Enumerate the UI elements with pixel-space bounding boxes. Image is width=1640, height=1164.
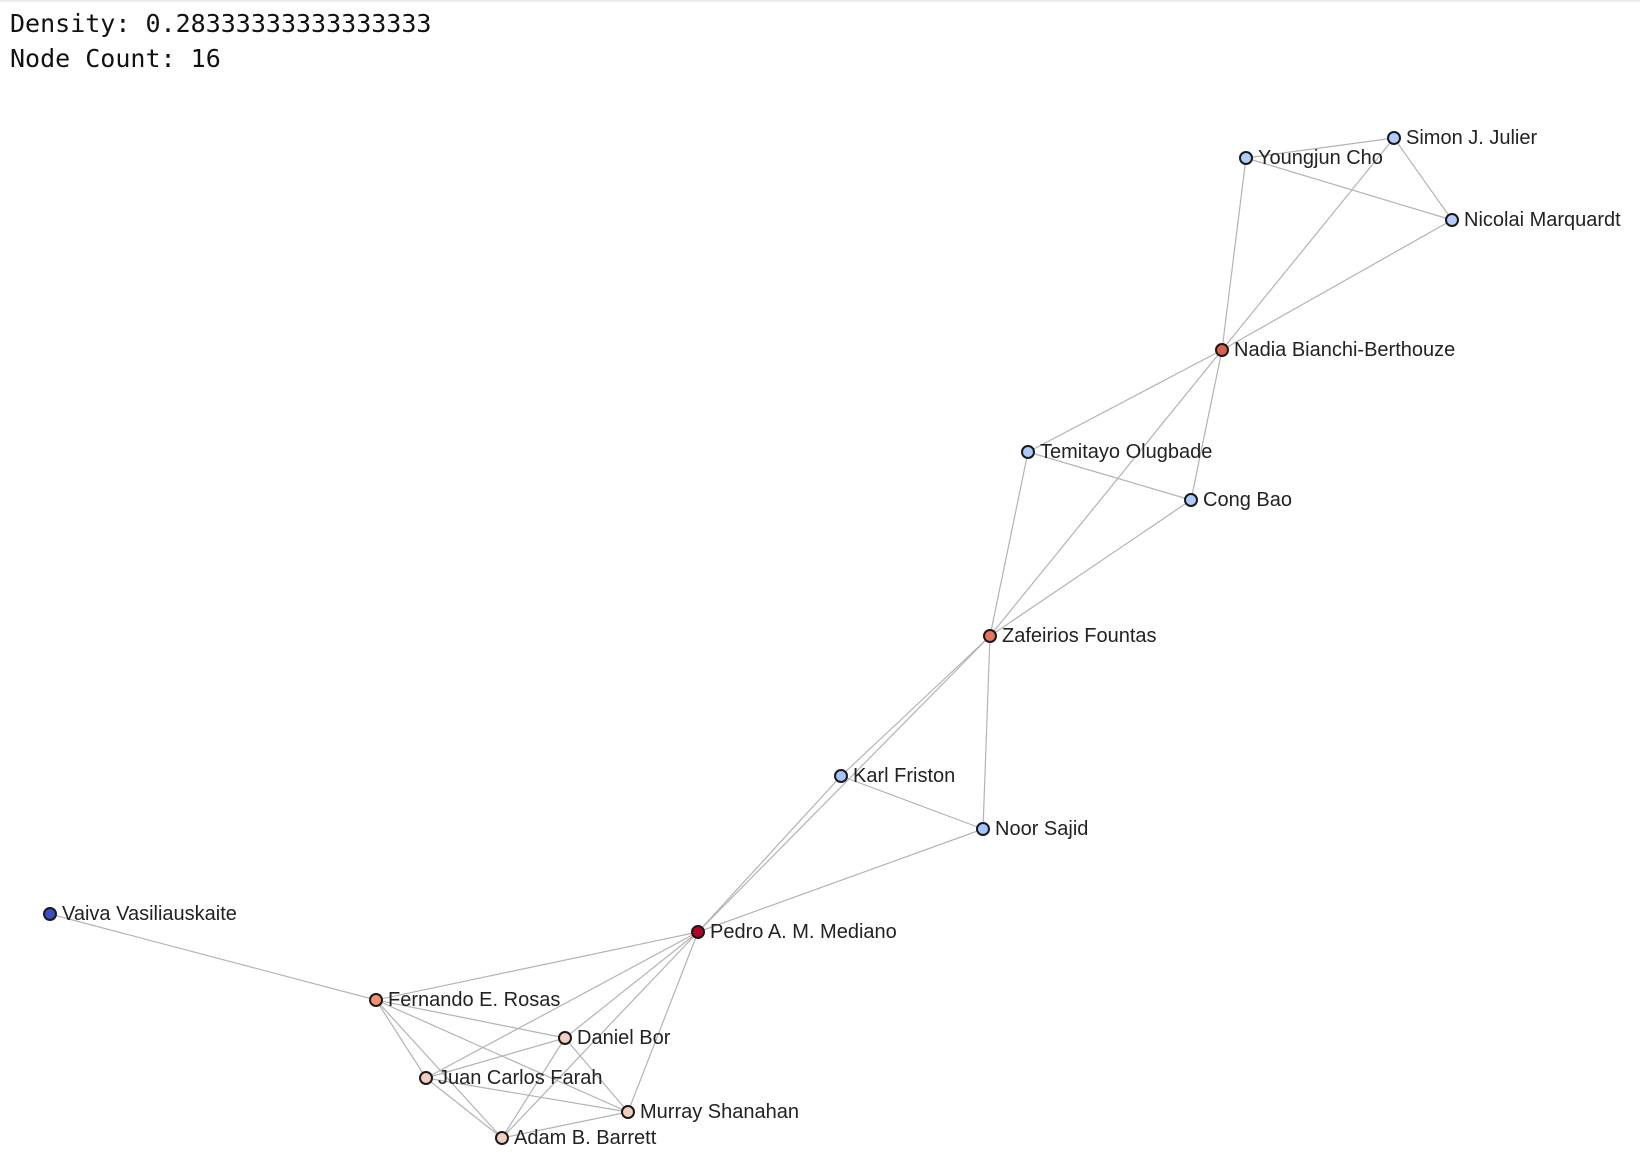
node-label-nbb: Nadia Bianchi-Berthouze <box>1234 339 1455 361</box>
edge-pm-db <box>564 931 699 1039</box>
node-count-label: Node Count: <box>10 44 176 73</box>
node-count-value: 16 <box>190 44 221 73</box>
edge-db-ab <box>501 1037 566 1139</box>
edge-ns-pm <box>697 828 984 933</box>
node-label-to: Temitayo Olugbade <box>1040 441 1212 463</box>
edge-jcf-ms <box>425 1077 629 1113</box>
node-label-db: Daniel Bor <box>577 1027 671 1049</box>
node-label-sjj: Simon J. Julier <box>1406 127 1537 149</box>
edge-sjj-nm <box>1393 137 1453 221</box>
edge-pm-fr <box>375 931 699 1001</box>
edge-nm-nbb <box>1221 219 1453 351</box>
edge-sjj-yc <box>1245 137 1395 159</box>
node-label-nm: Nicolai Marquardt <box>1464 209 1621 231</box>
edge-db-jcf <box>425 1037 566 1079</box>
edge-cb-zf <box>989 499 1192 637</box>
node-db[interactable] <box>558 1031 572 1045</box>
node-ab[interactable] <box>495 1131 509 1145</box>
edge-to-zf <box>989 451 1029 637</box>
node-nm[interactable] <box>1445 213 1459 227</box>
node-label-fr: Fernando E. Rosas <box>388 989 560 1011</box>
node-yc[interactable] <box>1239 151 1253 165</box>
node-cb[interactable] <box>1184 493 1198 507</box>
node-pm[interactable] <box>691 925 705 939</box>
node-kf[interactable] <box>834 769 848 783</box>
node-label-ns: Noor Sajid <box>995 818 1088 840</box>
edge-fr-db <box>375 999 566 1039</box>
node-ns[interactable] <box>976 822 990 836</box>
edge-zf-kf <box>840 635 991 777</box>
node-jcf[interactable] <box>419 1071 433 1085</box>
edge-pm-jcf <box>425 931 699 1079</box>
node-fr[interactable] <box>369 993 383 1007</box>
edge-yc-nm <box>1245 157 1453 221</box>
node-to[interactable] <box>1021 445 1035 459</box>
node-label-ms: Murray Shanahan <box>640 1101 799 1123</box>
node-label-zf: Zafeirios Fountas <box>1002 625 1157 647</box>
edge-zf-pm <box>697 635 991 933</box>
graph-nodes <box>43 131 1459 1145</box>
graph-edges <box>49 137 1453 1139</box>
edge-to-cb <box>1027 451 1192 501</box>
node-zf[interactable] <box>983 629 997 643</box>
node-sjj[interactable] <box>1387 131 1401 145</box>
node-label-ab: Adam B. Barrett <box>514 1127 657 1149</box>
edge-nbb-cb <box>1190 349 1223 501</box>
edge-vv-fr <box>49 913 377 1001</box>
node-label-cb: Cong Bao <box>1203 489 1292 511</box>
density-value: 0.28333333333333333 <box>145 9 432 38</box>
graph-stats: Density: 0.28333333333333333 Node Count:… <box>10 6 431 76</box>
edge-pm-ab <box>501 931 699 1139</box>
node-vv[interactable] <box>43 907 57 921</box>
edge-kf-ns <box>840 775 984 830</box>
node-label-kf: Karl Friston <box>853 765 955 787</box>
node-label-jcf: Juan Carlos Farah <box>438 1067 603 1089</box>
edge-yc-nbb <box>1221 157 1247 351</box>
node-nbb[interactable] <box>1215 343 1229 357</box>
edge-kf-pm <box>697 775 842 933</box>
edge-db-ms <box>564 1037 629 1113</box>
node-label-yc: Youngjun Cho <box>1258 147 1383 169</box>
edge-pm-ms <box>627 931 699 1113</box>
density-label: Density: <box>10 9 131 38</box>
node-label-pm: Pedro A. M. Mediano <box>710 921 897 943</box>
edge-sjj-nbb <box>1221 137 1395 351</box>
edge-jcf-ab <box>425 1077 503 1139</box>
edge-fr-jcf <box>375 999 427 1079</box>
edge-ms-ab <box>501 1111 629 1139</box>
edge-fr-ab <box>375 999 503 1139</box>
edge-zf-ns <box>982 635 991 830</box>
edge-nbb-to <box>1027 349 1223 453</box>
node-label-vv: Vaiva Vasiliauskaite <box>62 903 237 925</box>
top-border <box>0 0 1640 2</box>
node-ms[interactable] <box>621 1105 635 1119</box>
edge-nbb-zf <box>989 349 1223 637</box>
